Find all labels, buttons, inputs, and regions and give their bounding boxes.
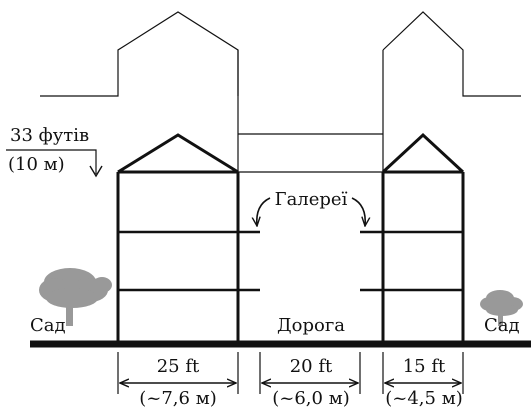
garden-right-label: Сад	[484, 315, 520, 336]
height-value-label: 33 футів	[10, 125, 89, 146]
galleries-label: Галереї	[275, 189, 348, 210]
height-metric-label: (10 м)	[8, 154, 65, 175]
building-right	[381, 132, 465, 344]
dimension-left-metric: (~7,6 м)	[139, 388, 216, 407]
dimension-ticks	[117, 352, 464, 394]
gallery-pointers	[257, 197, 365, 226]
tree-right-icon	[480, 290, 523, 326]
dimension-right-imperial: 15 ft	[403, 356, 446, 377]
dimension-left: 25 ft (~7,6 м)	[139, 356, 218, 409]
dimension-center: 20 ft (~6,0 м)	[270, 356, 352, 409]
background-silhouette	[40, 11, 521, 173]
dimension-right-metric: (~4,5 м)	[385, 388, 462, 407]
road-label: Дорога	[277, 315, 345, 336]
dimension-center-imperial: 20 ft	[290, 356, 333, 377]
dimension-right: 15 ft (~4,5 м)	[385, 356, 463, 409]
garden-left-label: Сад	[30, 315, 66, 336]
height-annotation	[6, 149, 103, 178]
building-left	[116, 133, 240, 344]
tree-left-icon	[39, 268, 112, 326]
dimension-left-imperial: 25 ft	[157, 356, 200, 377]
gallery-stubs	[238, 230, 383, 292]
dimension-center-metric: (~6,0 м)	[272, 388, 349, 407]
